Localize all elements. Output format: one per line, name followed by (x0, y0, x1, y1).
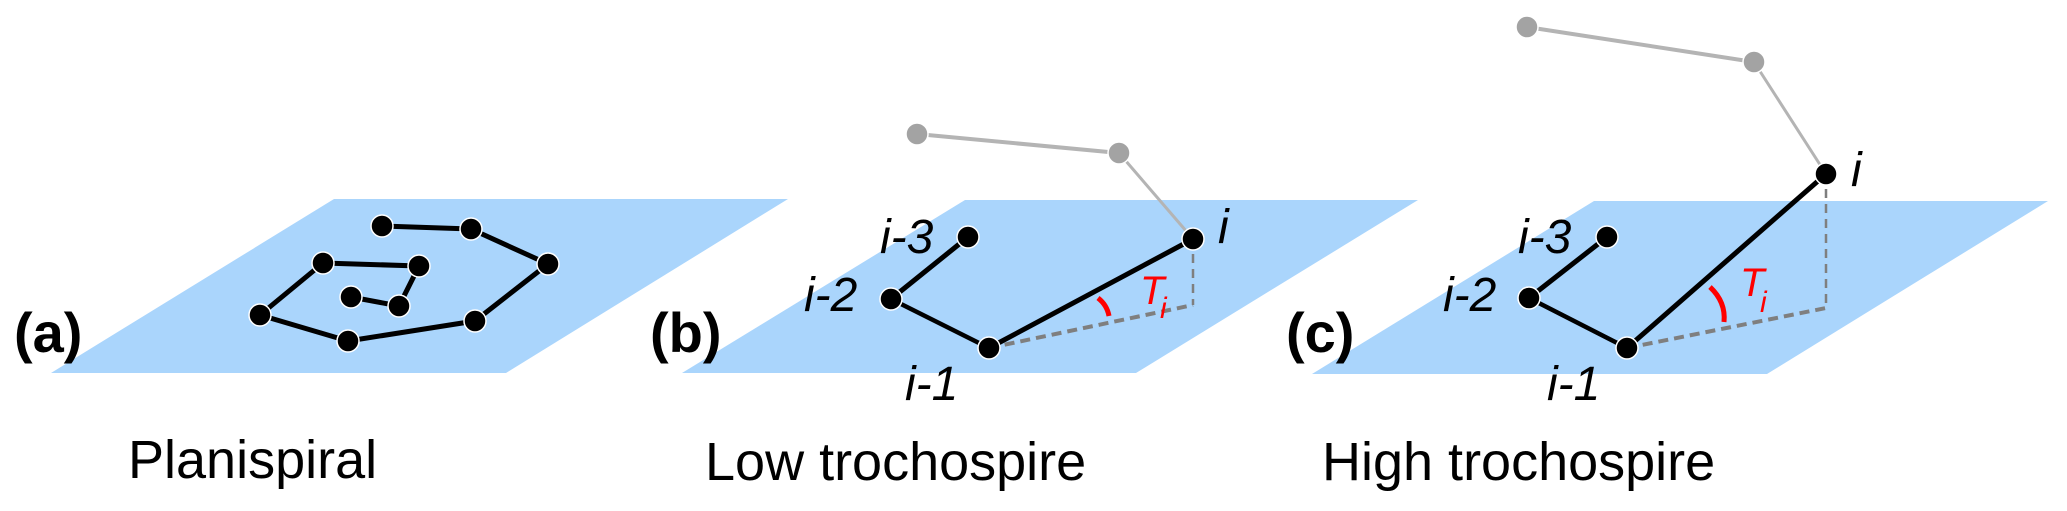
chamber-dot (248, 303, 272, 327)
label-i-1: i-1 (905, 358, 958, 411)
chamber-dot (370, 214, 394, 238)
label-i-2: i-2 (804, 269, 857, 322)
angle-label-subscript: i (1160, 292, 1168, 325)
caption-high-trochospire: High trochospire (1322, 432, 1715, 492)
label-i: i (1218, 201, 1230, 254)
bond (1527, 295, 1629, 351)
chamber-dot (336, 329, 360, 353)
plane-c (1312, 201, 2048, 374)
plane-b (682, 200, 1418, 373)
panel-a: (a) Planispiral (14, 199, 788, 490)
chamber-dot (463, 309, 487, 333)
future-chamber-dot (1742, 50, 1766, 74)
panel-letter-a: (a) (14, 301, 82, 364)
bond (469, 226, 550, 267)
label-i: i (1851, 144, 1863, 197)
bond (1527, 235, 1609, 300)
bond-i-1-to-i (987, 236, 1195, 351)
projection-line (1626, 306, 1827, 350)
chamber-dot-i-2 (879, 287, 903, 311)
bond (259, 312, 349, 344)
panel-letter-c: (c) (1286, 301, 1354, 364)
planispiral-chain (248, 214, 560, 353)
chamber-dot (407, 254, 431, 278)
chamber-dot (339, 285, 363, 309)
panel-c: i-3 i-2 i-1 i T i (c) High trochospire (1286, 15, 2048, 492)
caption-planispiral: Planispiral (128, 430, 377, 490)
bond (889, 235, 970, 301)
label-i-1: i-1 (1547, 358, 1600, 411)
label-i-3: i-3 (1518, 211, 1572, 264)
bond (322, 260, 420, 269)
chamber-dot-i (1181, 227, 1205, 251)
label-i-2: i-2 (1443, 269, 1496, 322)
future-chamber-dot (905, 122, 929, 146)
angle-label: T (1740, 261, 1767, 305)
bond (381, 223, 472, 232)
bond (889, 296, 991, 351)
caption-low-trochospire: Low trochospire (705, 432, 1086, 492)
future-chamber-dot (1515, 15, 1539, 39)
bond (473, 262, 550, 323)
future-chamber-dot (1107, 141, 1131, 165)
chamber-dot (459, 217, 483, 241)
chamber-dot (536, 252, 560, 276)
angle-label: T (1140, 269, 1167, 313)
panel-letter-b: (b) (650, 301, 722, 364)
label-i-3: i-3 (880, 211, 934, 264)
angle-arc (1096, 296, 1112, 317)
angle-arc (1708, 285, 1727, 323)
chamber-dot (311, 251, 335, 275)
projection-line (988, 303, 1194, 350)
chamber-dot-i (1814, 162, 1838, 186)
chamber-dot-i-2 (1517, 286, 1541, 310)
future-bond (1117, 152, 1195, 240)
bond-i-1-to-i (1625, 172, 1828, 350)
chamber-dot-i-3 (1595, 225, 1619, 249)
future-bond (1526, 25, 1755, 64)
future-bond (1752, 61, 1828, 175)
plane-a (51, 199, 788, 373)
chamber-dot-i-1 (1615, 336, 1639, 360)
angle-label-subscript: i (1760, 286, 1768, 319)
chamber-dot (387, 294, 411, 318)
bond (347, 318, 476, 344)
chamber-dot-i-3 (956, 225, 980, 249)
panel-b: i-3 i-2 i-1 i T i (b) Low trochospire (650, 122, 1418, 492)
bond (258, 261, 325, 317)
chamber-dot-i-1 (977, 336, 1001, 360)
future-bond (916, 132, 1120, 155)
